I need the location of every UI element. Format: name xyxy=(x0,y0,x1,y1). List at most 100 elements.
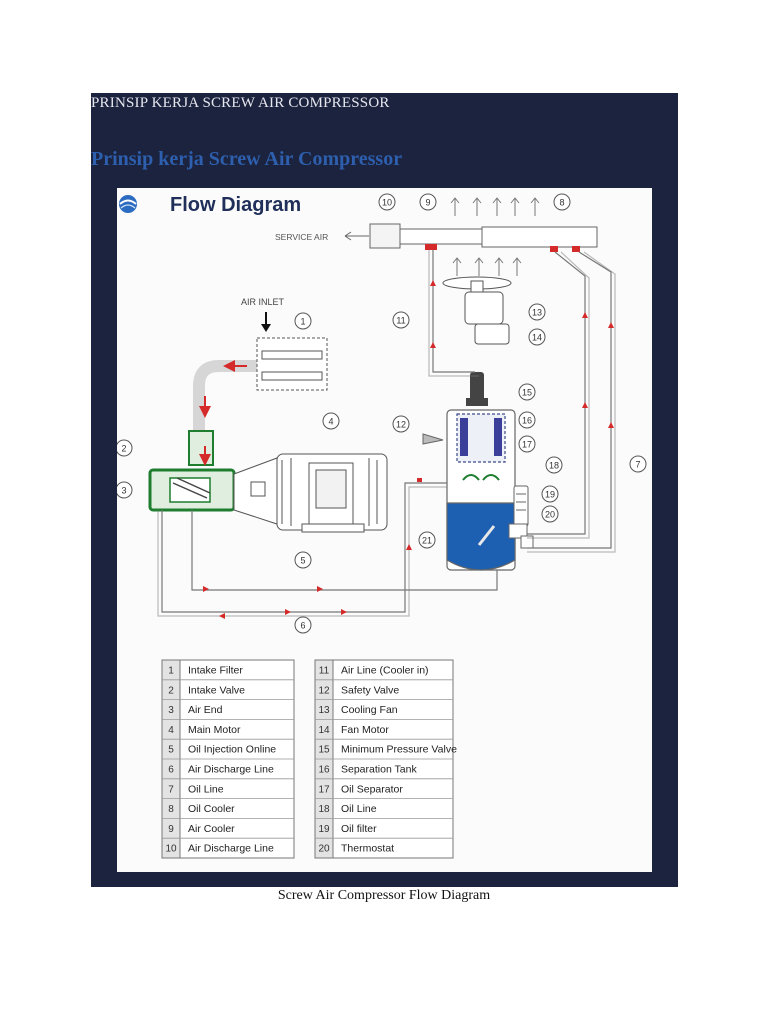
legend-number: 20 xyxy=(318,844,330,855)
legend-label: Intake Valve xyxy=(188,684,245,696)
callout-2: 2 xyxy=(115,439,133,457)
callout-3: 3 xyxy=(115,481,133,499)
legend-number: 6 xyxy=(168,765,174,776)
callout-label: 17 xyxy=(522,440,532,450)
callout-label: 2 xyxy=(121,444,126,454)
callout-label: 16 xyxy=(522,416,532,426)
main-motor xyxy=(276,453,388,533)
legend-row-11: 11 Air Line (Cooler in) xyxy=(319,665,429,677)
callout-19: 19 xyxy=(541,485,559,503)
legend-row-5: 5 Oil Injection Online xyxy=(162,738,294,756)
legend-label: Oil Injection Online xyxy=(188,744,276,756)
motor-coupling xyxy=(233,457,278,525)
callout-label: 15 xyxy=(522,388,532,398)
legend-number: 18 xyxy=(318,804,330,815)
callout-11: 11 xyxy=(392,311,410,329)
callout-label: 21 xyxy=(422,536,432,546)
callout-label: 19 xyxy=(545,490,555,500)
legend-label: Fan Motor xyxy=(341,724,389,736)
legend-row-12: 12 Safety Valve xyxy=(315,679,453,696)
cooler-heat-arrows xyxy=(450,197,540,276)
legend-number: 1 xyxy=(168,666,174,677)
flow-diagram-card: Flow Diagram SERVICE AIR AIR INLET xyxy=(115,188,652,872)
legend-row-17: 17 Oil Separator xyxy=(315,778,453,795)
safety-valve xyxy=(422,433,444,445)
callout-20: 20 xyxy=(541,505,559,523)
air-inlet-label: AIR INLET xyxy=(241,297,285,307)
callout-label: 20 xyxy=(545,510,555,520)
callout-17: 17 xyxy=(518,435,536,453)
oil-filter xyxy=(513,485,529,527)
callout-label: 13 xyxy=(532,308,542,318)
minimum-pressure-valve xyxy=(466,372,488,406)
legend-row-1: 1 Intake Filter xyxy=(168,665,243,677)
callout-label: 14 xyxy=(532,333,542,343)
legend-number: 11 xyxy=(319,666,330,677)
callout-label: 18 xyxy=(549,461,559,471)
air-line-cooler-in-11 xyxy=(428,250,479,377)
legend-label: Intake Filter xyxy=(188,665,243,677)
legend-label: Air Line (Cooler in) xyxy=(341,665,429,677)
cooler-port-markers xyxy=(425,244,580,252)
legend-label: Safety Valve xyxy=(341,684,399,696)
legend-label: Air Discharge Line xyxy=(188,764,274,776)
page-sub-title: Prinsip kerja Screw Air Compressor xyxy=(91,148,403,170)
callout-9: 9 xyxy=(419,193,437,211)
air-discharge-line-6 xyxy=(157,482,447,617)
legend-row-6: 6 Air Discharge Line xyxy=(162,758,294,776)
intake-duct xyxy=(193,360,257,436)
legend-number: 9 xyxy=(168,824,174,835)
callout-label: 4 xyxy=(328,417,333,427)
callout-label: 3 xyxy=(121,486,126,496)
legend-label: Oil Line xyxy=(188,783,224,795)
figure-caption: Screw Air Compressor Flow Diagram xyxy=(277,888,491,903)
legend-label: Oil Line xyxy=(341,803,377,815)
legend-row-16: 16 Separation Tank xyxy=(315,758,453,776)
legend-number: 10 xyxy=(165,844,177,855)
legend-label: Oil filter xyxy=(341,823,377,835)
legend-label: Separation Tank xyxy=(341,764,417,776)
callout-7: 7 xyxy=(629,455,647,473)
flow-diagram-logo xyxy=(119,195,137,213)
callout-15: 15 xyxy=(518,383,536,401)
legend-number: 17 xyxy=(318,784,330,795)
callout-1: 1 xyxy=(294,312,312,330)
legend-number: 5 xyxy=(168,745,174,756)
legend-label: Oil Separator xyxy=(341,783,403,795)
page-header-title: PRINSIP KERJA SCREW AIR COMPRESSOR xyxy=(91,95,390,111)
legend-label: Air Cooler xyxy=(188,823,235,835)
legend-number: 13 xyxy=(318,705,330,716)
legend-number: 12 xyxy=(318,685,330,696)
legend-number: 19 xyxy=(318,824,330,835)
fan-motor xyxy=(464,291,510,345)
callout-14: 14 xyxy=(528,328,546,346)
legend-number: 7 xyxy=(168,784,174,795)
callout-18: 18 xyxy=(545,456,563,474)
callout-label: 11 xyxy=(396,316,405,326)
legend-number: 16 xyxy=(318,765,330,776)
callout-10: 10 xyxy=(378,193,396,211)
legend-row-18: 18 Oil Line xyxy=(315,798,453,815)
callout-12: 12 xyxy=(392,415,410,433)
flow-direction-arrows xyxy=(203,280,614,619)
legend-number: 4 xyxy=(168,725,174,736)
separation-tank xyxy=(446,409,516,571)
callout-6: 6 xyxy=(294,616,312,634)
legend-row-7: 7 Oil Line xyxy=(162,778,294,795)
callout-label: 5 xyxy=(300,556,305,566)
cooling-fan xyxy=(442,276,512,294)
legend-label: Minimum Pressure Valve xyxy=(341,744,457,756)
callout-label: 10 xyxy=(382,198,392,208)
callout-5: 5 xyxy=(294,551,312,569)
callout-label: 7 xyxy=(635,460,640,470)
callout-label: 9 xyxy=(425,198,430,208)
